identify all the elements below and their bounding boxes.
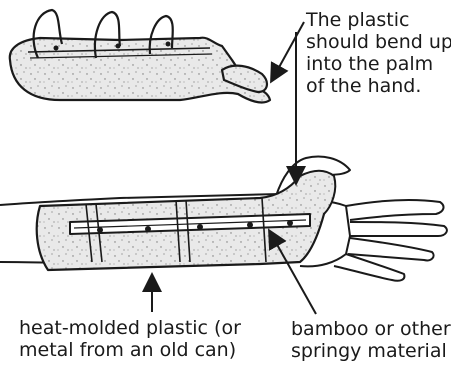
bend-note-line: of the hand. — [306, 75, 451, 97]
splint-material-line: heat-molded plastic (or — [19, 317, 241, 339]
splint-material-label: heat-molded plastic (or metal from an ol… — [19, 317, 241, 361]
stiffener-material-label: bamboo or other springy material — [291, 318, 451, 362]
finger-3 — [348, 238, 434, 260]
arm-with-splint — [0, 157, 447, 281]
bend-note-line: The plastic — [306, 9, 451, 31]
stiffener-material-line: bamboo or other — [291, 318, 451, 340]
leader-bend-top — [272, 22, 304, 80]
bend-note-label: The plastic should bend up into the palm… — [306, 9, 451, 97]
splint-piece-top — [10, 10, 270, 102]
bend-note-line: into the palm — [306, 53, 451, 75]
finger-2 — [350, 222, 447, 236]
bend-note-line: should bend up — [306, 31, 451, 53]
finger-1 — [346, 200, 443, 220]
splint-material-line: metal from an old can) — [19, 339, 241, 361]
stiffener-material-line: springy material — [291, 340, 451, 362]
